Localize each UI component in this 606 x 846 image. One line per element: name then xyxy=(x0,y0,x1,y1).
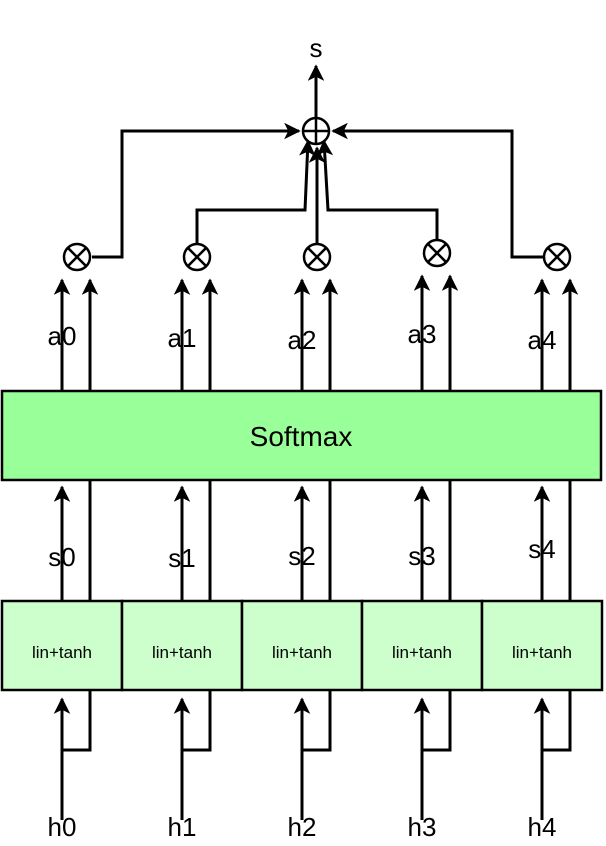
lin-tanh-label: lin+tanh xyxy=(392,643,452,662)
input-loop xyxy=(542,690,572,752)
sum-input-3 xyxy=(316,139,439,240)
multiply-cross xyxy=(306,246,328,268)
output-label: s xyxy=(310,33,323,63)
multiply-cross xyxy=(546,246,568,268)
score-label: s4 xyxy=(528,534,555,564)
softmax-label: Softmax xyxy=(250,421,353,452)
score-label: s3 xyxy=(408,541,435,571)
input-label: h3 xyxy=(408,812,437,842)
weight-label: a4 xyxy=(528,325,557,355)
lin-tanh-label: lin+tanh xyxy=(32,643,92,662)
score-label: s2 xyxy=(288,541,315,571)
lin-tanh-blocks: lin+tanh lin+tanh lin+tanh lin+tanh lin+tanh xyxy=(0,599,604,692)
score-label: s1 xyxy=(168,543,195,573)
lin-tanh-block xyxy=(360,599,484,692)
input-loop xyxy=(62,690,92,752)
sum-input-4 xyxy=(331,122,559,259)
lin-tanh-block xyxy=(120,599,244,692)
lin-tanh-block xyxy=(240,599,364,692)
weight-label: a1 xyxy=(168,323,197,353)
input-label: h2 xyxy=(288,812,317,842)
sum-input-0 xyxy=(92,122,301,259)
sum-input-1 xyxy=(195,139,316,244)
multiply-cross xyxy=(66,246,88,268)
multiply-cross xyxy=(426,242,448,264)
weight-label: a3 xyxy=(408,319,437,349)
lin-tanh-label: lin+tanh xyxy=(272,643,332,662)
input-label: h1 xyxy=(168,812,197,842)
score-label: s0 xyxy=(48,542,75,572)
lin-tanh-label: lin+tanh xyxy=(512,643,572,662)
column-labels: a0 s0 h0 a1 s1 h1 a2 s2 h2 a3 s3 h3 a4 s4 h4 xyxy=(48,319,557,842)
weight-label: a0 xyxy=(48,321,77,351)
input-loop xyxy=(302,690,332,752)
sum-node xyxy=(301,116,331,146)
weight-label: a2 xyxy=(288,325,317,355)
input-loop xyxy=(422,690,452,752)
connections xyxy=(53,64,579,820)
softmax-block xyxy=(0,389,603,482)
lin-tanh-block xyxy=(0,599,124,692)
lin-tanh-block xyxy=(480,599,604,692)
input-label: h4 xyxy=(528,812,557,842)
multiply-cross xyxy=(186,246,208,268)
input-label: h0 xyxy=(48,812,77,842)
multiply-nodes xyxy=(62,238,572,272)
input-loop xyxy=(182,690,212,752)
lin-tanh-label: lin+tanh xyxy=(152,643,212,662)
